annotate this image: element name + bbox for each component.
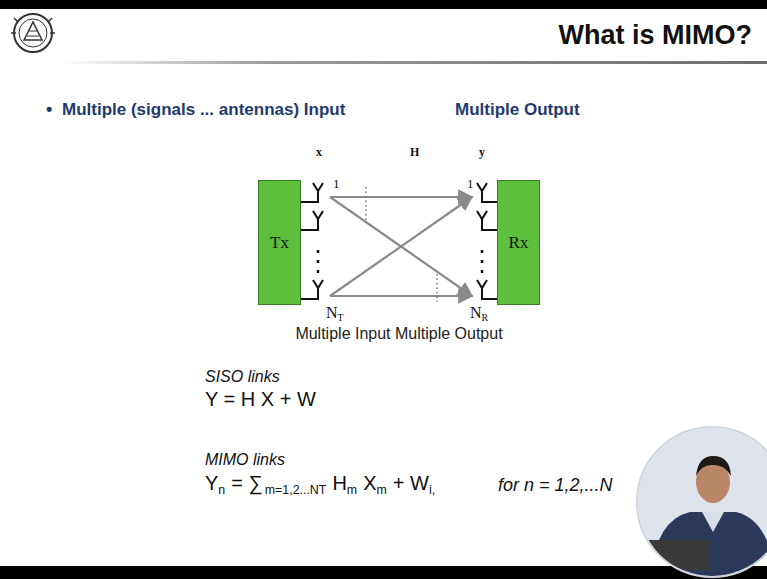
mimo-equation: Yn = ∑m=1,2...NTHmXm + Wi, [205,472,435,495]
index-range: for n = 1,2,...N [498,475,613,496]
subscript: i, [429,483,435,497]
subscript: m [347,483,357,497]
antenna-count: NR [470,304,488,322]
presenter-video [636,427,767,579]
symbol-text: = ∑ [231,472,263,495]
rx-antennas [477,183,497,299]
symbol-text: N [470,304,482,322]
bottom-band [0,566,767,579]
signal-name: y [479,146,485,160]
subscript: R [482,312,489,323]
figure-caption: Multiple Input Multiple Output [295,325,502,343]
channel-dots [366,187,437,302]
channel-arrows [330,197,472,296]
section-label: MIMO links [205,451,285,469]
bullet: • [46,99,52,120]
siso-equation: Y = H X + W [205,388,316,411]
section-label: SISO links [205,368,280,386]
subscript: n [218,483,225,497]
header-rule [60,61,767,64]
receiver-box: Rx [497,180,540,305]
box-label: Tx [270,233,289,253]
antenna-index: 1 [467,177,474,192]
subscript: T [338,312,344,323]
bullet-text: Multiple (signals ... antennas) Input [62,100,345,120]
box-label: Rx [509,233,529,253]
symbol-text: Y [205,472,218,495]
channel-name: H [410,146,419,160]
symbol-text: N [326,304,338,322]
top-band [0,0,767,9]
subscript: T [319,483,327,497]
bullet-text: Multiple Output [455,100,580,120]
subscript: m=1,2...N [265,483,319,497]
institute-logo [11,14,55,52]
signal-name: x [316,146,322,160]
symbol-text: H [332,472,346,495]
slide-title: What is MIMO? [559,20,752,51]
symbol-text: X [363,472,376,495]
antenna-count: NT [326,304,344,322]
transmitter-box: Tx [258,180,301,305]
tx-antennas [300,183,323,299]
subscript: m [377,483,387,497]
antenna-index: 1 [333,177,340,192]
symbol-text: + W [393,472,429,495]
